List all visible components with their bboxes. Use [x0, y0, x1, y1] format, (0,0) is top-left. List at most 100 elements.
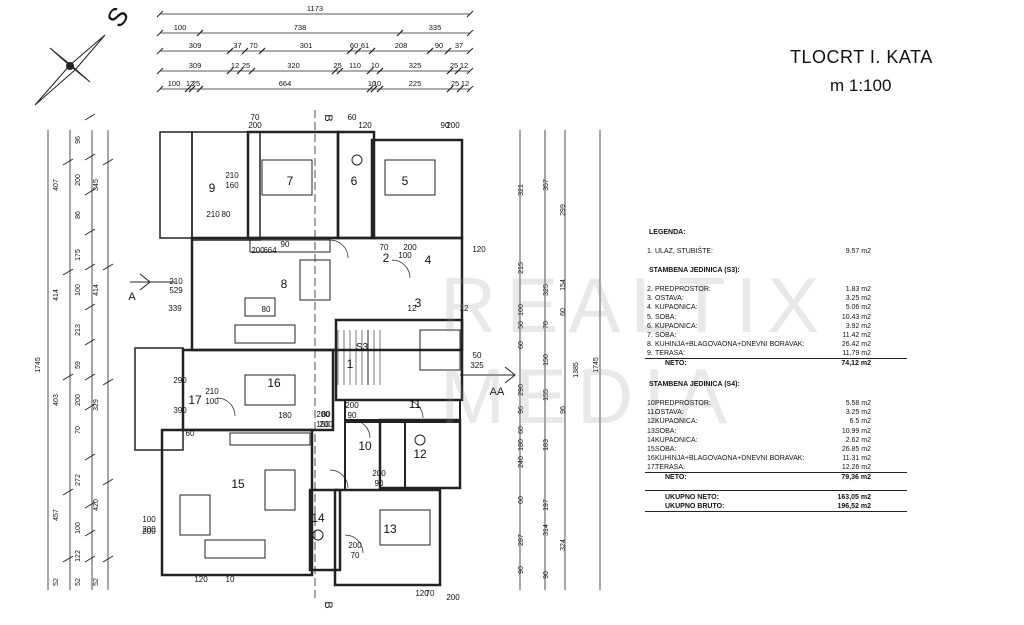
dimension-label: 96	[518, 406, 525, 414]
section-arrow-icon	[139, 273, 151, 291]
dimension-tick	[62, 488, 74, 496]
opening-dimension: 180	[278, 411, 292, 420]
dimension-tick	[236, 67, 244, 75]
dimension-tick	[446, 67, 454, 75]
opening-dimension: 150	[316, 420, 330, 429]
dimension-tick	[156, 47, 164, 55]
dimension-label: 52	[53, 578, 60, 586]
room-number-9: 9	[209, 181, 216, 195]
room-14-outline	[308, 488, 342, 572]
legend-row: 7.SOBA:11.42 m2	[645, 331, 907, 340]
legend-row-label: OSTAVA:	[655, 409, 684, 417]
opening-dimension: 210	[206, 210, 220, 219]
dimension-tick	[84, 153, 96, 161]
dimension-tick	[396, 29, 404, 37]
opening-dimension: 210	[169, 277, 183, 286]
dimension-label: 100	[518, 304, 525, 316]
dimension-label: 314	[543, 524, 550, 536]
dimension-label: 50	[518, 321, 525, 329]
dimension-label: 1173	[307, 4, 323, 13]
dimension-label: 321	[518, 184, 525, 196]
terrace-17-outline	[134, 347, 184, 451]
dimension-label: 90	[543, 571, 550, 579]
legend-heading: LEGENDA:	[649, 229, 686, 236]
dimension-label: 12	[461, 79, 469, 88]
opening-dimension: 200	[403, 243, 417, 252]
dimension-label: 403	[53, 394, 60, 406]
door-swing	[404, 399, 424, 419]
dimension-label: 10	[371, 61, 379, 70]
dimension-label: 155	[543, 389, 550, 401]
legend-row-label: SOBA:	[655, 331, 677, 339]
opening-dimension: 120	[472, 245, 486, 254]
unit-net-value: 79,36 m2	[841, 473, 871, 481]
room-number-7: 7	[287, 174, 294, 188]
dimension-tick	[156, 10, 164, 18]
dimension-label: 183	[543, 439, 550, 451]
dimension-tick	[84, 303, 96, 311]
dimension-label: 61	[361, 41, 369, 50]
dimension-label: 59	[75, 361, 82, 369]
room-number-8: 8	[281, 277, 288, 291]
dimension-tick	[241, 47, 249, 55]
bed-icon	[261, 159, 313, 196]
area-legend: LEGENDA: 1.ULAZ, STUBIŠTE:9.57 m2 STAMBE…	[645, 228, 907, 513]
dimension-label: 240	[518, 456, 525, 468]
legend-row: 12.KUPAONICA:6.5 m2	[645, 417, 907, 426]
dimension-tick	[62, 373, 74, 381]
toilet-icon	[414, 434, 426, 446]
legend-row-area: 3.25 m2	[845, 295, 871, 303]
legend-row-common-label: ULAZ, STUBIŠTE:	[655, 248, 713, 256]
dimension-tick	[258, 47, 266, 55]
dining-table-icon	[264, 469, 296, 511]
dimension-tick	[156, 29, 164, 37]
toilet-icon	[312, 529, 324, 541]
legend-row-area: 2.62 m2	[845, 436, 871, 444]
dimension-tick	[184, 85, 192, 93]
dimension-label: 25	[192, 79, 200, 88]
dimension-label: 309	[189, 41, 202, 50]
toilet-icon	[351, 154, 363, 166]
dimension-tick	[62, 158, 74, 166]
dimension-tick	[466, 47, 474, 55]
dimension-label: 70	[543, 321, 550, 329]
dimension-label: 122	[75, 550, 82, 562]
dimension-label: 225	[409, 79, 422, 88]
dimension-label: 325	[543, 284, 550, 296]
dimension-tick	[466, 29, 474, 37]
dimension-tick	[466, 67, 474, 75]
dimension-label: 457	[53, 509, 60, 521]
opening-dimension: 60	[186, 429, 195, 438]
unit-heading: STAMBENA JEDINICA (S4):	[649, 381, 740, 389]
dimension-tick	[84, 263, 96, 271]
legend-row-number: 13.	[647, 427, 657, 435]
legend-row-number: 11.	[647, 409, 657, 417]
dimension-label: 12	[231, 61, 239, 70]
dimension-label: 12	[460, 61, 468, 70]
opening-dimension: 12	[408, 304, 417, 313]
dimension-label: 345	[93, 179, 100, 191]
dimension-tick	[196, 85, 204, 93]
unit-net-value: 74,12 m2	[841, 360, 871, 368]
kitchen-counter-icon	[229, 432, 311, 446]
legend-row-label: SOBA:	[655, 427, 677, 435]
dimension-label: 150	[543, 354, 550, 366]
opening-dimension: 200	[446, 121, 460, 130]
dimension-label: 110	[349, 61, 361, 70]
opening-dimension: 120	[194, 575, 208, 584]
dimension-label: 60	[518, 426, 525, 434]
total-net-value: 163,05 m2	[837, 494, 871, 502]
dimension-label: 299	[560, 204, 567, 216]
opening-dimension: 120	[358, 121, 372, 130]
dimension-label: 335	[429, 23, 442, 32]
legend-row-label: KUPAONICA:	[655, 418, 698, 426]
dimension-tick	[376, 85, 384, 93]
room-number-4: 4	[425, 253, 432, 267]
legend-row-area: 3.25 m2	[845, 409, 871, 417]
opening-dimension: 200	[348, 541, 362, 550]
dimension-label: 25	[333, 61, 341, 70]
legend-row-common-number: 1.	[647, 248, 653, 256]
opening-dimension: 90	[441, 121, 450, 130]
dimension-label: 414	[53, 289, 60, 301]
dimension-tick	[102, 158, 114, 166]
